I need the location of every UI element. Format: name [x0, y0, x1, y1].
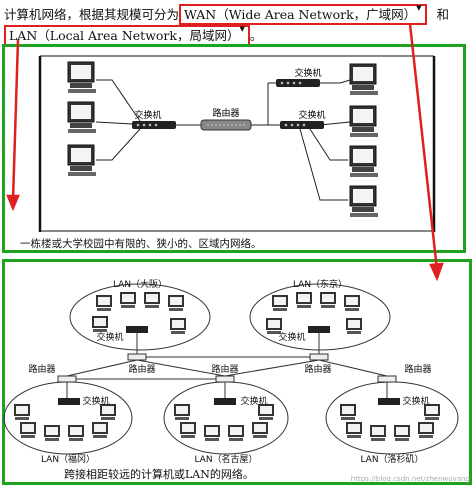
lan-term: LAN（Local Area Network，局域网）	[9, 28, 240, 43]
header-line-2: LAN（Local Area Network，局域网）▼。	[4, 25, 263, 46]
lan-switch-right-bottom-label: 交换机	[298, 109, 325, 121]
wan-lan-osaka-label: LAN（大阪）	[113, 278, 167, 290]
wan-arrow	[408, 23, 439, 271]
header-period: 。	[249, 28, 263, 43]
wan-lan-tokyo-ellipse	[249, 283, 391, 351]
wan-switch-fukuoka-label: 交换机	[82, 395, 109, 407]
wan-switch-la	[378, 398, 400, 405]
wan-lan-nagoya-label: LAN（名古屋）	[194, 453, 257, 465]
wan-router-nagoya-label: 路由器	[211, 363, 238, 375]
wan-switch-nagoya-label: 交换机	[240, 395, 267, 407]
header-and: 和	[436, 7, 450, 22]
wan-router-tokyo-label: 路由器	[304, 363, 331, 375]
wan-switch-tokyo-label: 交换机	[278, 331, 305, 343]
lan-arrow-head	[6, 194, 20, 212]
wan-lan-osaka-ellipse	[69, 283, 211, 351]
wan-term: WAN（Wide Area Network，广域网）	[184, 7, 417, 22]
wan-highlight: WAN（Wide Area Network，广域网）▼	[179, 4, 427, 25]
lan-figure-frame	[2, 44, 466, 253]
wan-lan-tokyo-label: LAN（东京）	[293, 278, 347, 290]
wan-router-la-label: 路由器	[404, 363, 431, 375]
wan-router-osaka-label: 路由器	[128, 363, 155, 375]
lan-links-right	[267, 79, 351, 201]
wan-figure-frame	[2, 259, 472, 485]
wan-lan-la-label: LAN（洛杉矶）	[360, 453, 423, 465]
wan-switch-nagoya	[214, 398, 236, 405]
building-outline	[38, 55, 436, 232]
lan-caption: 一栋楼或大学校园中有限的、狭小的、区域内网络。	[20, 238, 262, 250]
wan-switch-fukuoka	[58, 398, 80, 405]
wan-switch-osaka-label: 交换机	[96, 331, 123, 343]
wan-lan-fukuoka-label: LAN（福冈）	[41, 453, 95, 465]
lan-switch-right-top-label: 交换机	[294, 67, 321, 79]
wan-switch-la-label: 交换机	[402, 395, 429, 407]
lan-highlight: LAN（Local Area Network，局域网）▼	[4, 25, 250, 46]
lan-arrow	[11, 39, 20, 201]
lan-links-left	[95, 79, 201, 161]
lan-switch-left-label: 交换机	[134, 109, 161, 121]
wan-switch-osaka	[126, 326, 148, 333]
wan-caption: 跨接相距较远的计算机或LAN的网络。	[64, 468, 254, 481]
wan-switch-tokyo	[308, 326, 330, 333]
watermark: https://blog.csdn.net/zhenwuyang	[351, 475, 470, 483]
wan-arrow-head	[429, 262, 444, 282]
header-prefix: 计算机网络，根据其规模可分为	[4, 7, 180, 22]
wan-links	[66, 333, 388, 398]
wan-router-fukuoka-label: 路由器	[28, 363, 55, 375]
lan-router-label: 路由器	[212, 107, 239, 119]
